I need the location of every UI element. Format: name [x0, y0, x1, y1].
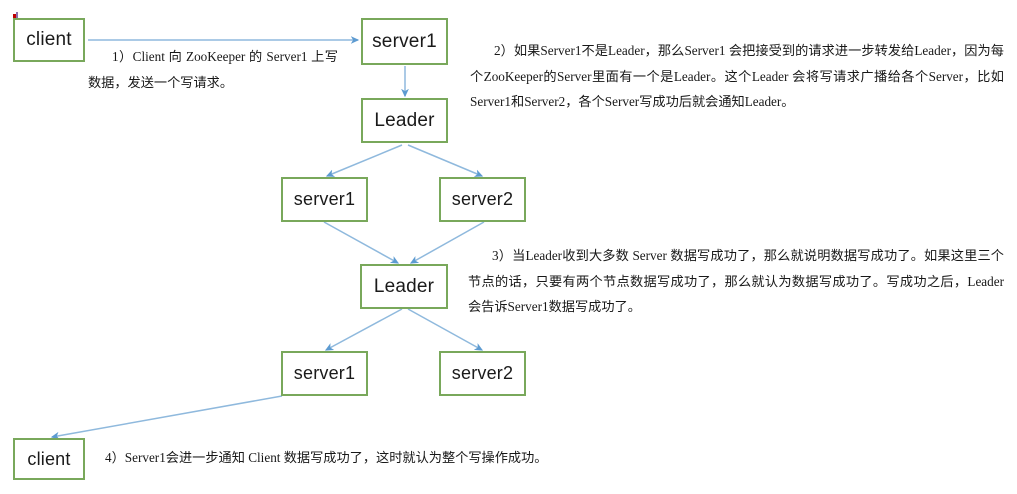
node-client-bottom[interactable]: client [13, 438, 85, 480]
arrow-server1bot-to-client [50, 395, 283, 440]
arrow-leader-to-server1mid [325, 144, 403, 177]
node-server2-mid[interactable]: server2 [439, 177, 526, 222]
node-label: server1 [372, 30, 437, 52]
node-label: client [26, 29, 72, 50]
step-4-body: 4）Server1会进一步通知 Client 数据写成功了，这时就认为整个写操作… [105, 450, 548, 465]
arrow-server1mid-to-leader [323, 221, 400, 264]
node-label: Leader [373, 275, 435, 297]
node-client-top[interactable]: client [13, 18, 85, 62]
step-4-text: 4）Server1会进一步通知 Client 数据写成功了，这时就认为整个写操作… [105, 445, 865, 471]
node-label: server1 [293, 189, 356, 209]
step-3-body: 3）当Leader收到大多数 Server 数据写成功了，那么就说明数据写成功了… [468, 248, 1004, 314]
step-2-body: 2）如果Server1不是Leader，那么Server1 会把接受到的请求进一… [470, 43, 1004, 109]
node-server1-top[interactable]: server1 [361, 18, 448, 65]
node-server1-mid[interactable]: server1 [281, 177, 368, 222]
node-server1-bottom[interactable]: server1 [281, 351, 368, 396]
step-1-body: 1）Client 向 ZooKeeper 的 Server1 上写数据，发送一个… [88, 49, 338, 90]
node-label: Leader [374, 109, 435, 131]
node-server2-bottom[interactable]: server2 [439, 351, 526, 396]
step-2-text: 2）如果Server1不是Leader，那么Server1 会把接受到的请求进一… [470, 38, 1004, 115]
node-label: server2 [451, 189, 514, 209]
step-3-text: 3）当Leader收到大多数 Server 数据写成功了，那么就说明数据写成功了… [468, 243, 1004, 320]
arrow-leader-to-server2mid [407, 144, 484, 177]
node-leader-top[interactable]: Leader [361, 98, 448, 143]
node-label: server1 [293, 363, 356, 383]
node-leader-bottom[interactable]: Leader [360, 264, 448, 309]
node-label: server2 [451, 363, 514, 383]
step-1-text: 1）Client 向 ZooKeeper 的 Server1 上写数据，发送一个… [88, 44, 338, 95]
arrow-leaderbot-to-server1bot [324, 308, 403, 351]
node-label: client [27, 448, 71, 469]
